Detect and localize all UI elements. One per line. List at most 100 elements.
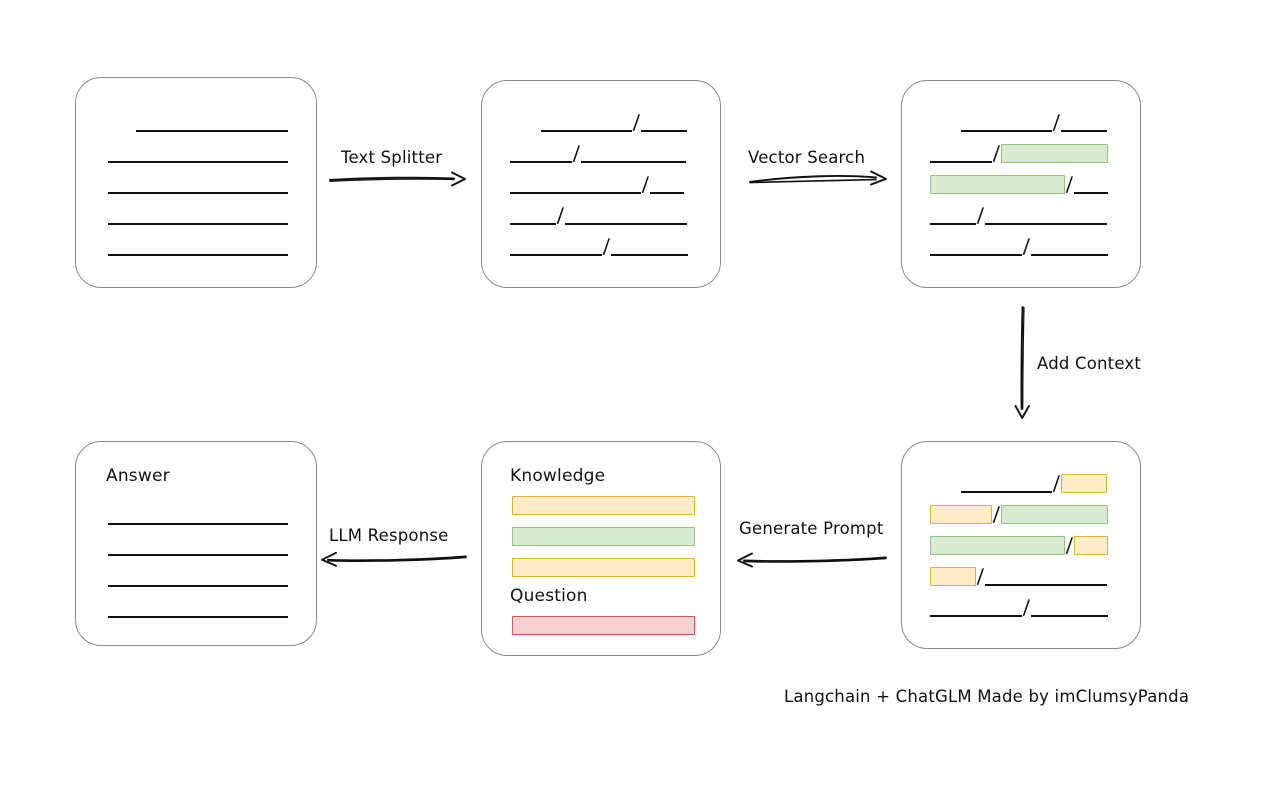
- chunk-chip-green: [1000, 144, 1108, 163]
- text-row: /: [510, 203, 687, 227]
- text-line: [930, 615, 1022, 617]
- card-split-chunks[interactable]: / / / / /: [481, 80, 721, 288]
- card-with-context[interactable]: / / / / /: [901, 441, 1141, 649]
- text-row: [108, 235, 288, 257]
- text-line: [649, 192, 684, 194]
- chunk-chip-green: [930, 536, 1065, 555]
- text-line: [108, 161, 288, 163]
- arrow-generate-prompt-label: Generate Prompt: [739, 519, 884, 538]
- question-bar-red-1: [512, 616, 695, 635]
- separator-slash: /: [1052, 110, 1061, 134]
- chunk-chip-yellow: [1073, 536, 1108, 555]
- text-line: [961, 130, 1052, 132]
- split-chunks-rows: / / / / /: [482, 81, 720, 287]
- text-line: [930, 161, 992, 163]
- source-document-rows: [76, 78, 316, 287]
- text-line: [930, 254, 1022, 256]
- text-row: /: [930, 471, 1107, 495]
- text-line: [984, 223, 1107, 225]
- text-line: [108, 585, 288, 587]
- answer-label: Answer: [106, 466, 170, 486]
- text-row: /: [510, 234, 688, 258]
- answer-rows: [76, 442, 316, 645]
- arrow-llm-response: [320, 548, 468, 570]
- chunk-chip-green: [930, 175, 1065, 194]
- text-row: [108, 142, 288, 164]
- separator-slash: /: [976, 203, 985, 227]
- arrow-text-splitter-label: Text Splitter: [341, 148, 443, 167]
- text-row: /: [930, 110, 1107, 134]
- text-row: /: [930, 234, 1108, 258]
- card-prompt[interactable]: Knowledge Question: [481, 441, 721, 656]
- card-source-document[interactable]: [75, 77, 317, 288]
- text-row: /: [930, 203, 1107, 227]
- knowledge-bar-yellow-1: [512, 496, 695, 515]
- separator-slash: /: [1065, 172, 1074, 196]
- separator-slash: /: [992, 141, 1001, 165]
- text-line: [510, 192, 641, 194]
- text-row: /: [930, 533, 1108, 557]
- text-line: [1073, 192, 1108, 194]
- separator-slash: /: [1065, 533, 1074, 557]
- separator-slash: /: [1052, 471, 1061, 495]
- knowledge-bar-yellow-2: [512, 558, 695, 577]
- text-line: [108, 554, 288, 556]
- text-row: /: [930, 141, 1108, 165]
- chunk-chip-yellow: [930, 567, 976, 586]
- text-row: [108, 535, 288, 557]
- question-label: Question: [510, 586, 588, 606]
- text-row: [108, 173, 288, 195]
- separator-slash: /: [641, 172, 650, 196]
- text-row: /: [510, 141, 686, 165]
- text-row: [108, 204, 288, 226]
- text-line: [108, 523, 288, 525]
- text-row: /: [510, 110, 687, 134]
- text-line: [108, 223, 288, 225]
- text-line: [1030, 615, 1108, 617]
- text-row: /: [930, 595, 1108, 619]
- knowledge-label: Knowledge: [510, 466, 606, 486]
- text-row: [108, 597, 288, 619]
- separator-slash: /: [572, 141, 581, 165]
- text-line: [510, 254, 602, 256]
- text-line: [136, 130, 288, 132]
- text-line: [1060, 130, 1107, 132]
- arrow-generate-prompt: [736, 549, 888, 571]
- text-line: [580, 161, 686, 163]
- text-line: [108, 254, 288, 256]
- chunk-chip-yellow: [930, 505, 992, 524]
- arrow-add-context: [1010, 305, 1036, 420]
- chunk-chip-green: [1000, 505, 1108, 524]
- separator-slash: /: [602, 234, 611, 258]
- chunk-chip-yellow: [1060, 474, 1107, 493]
- text-row: /: [930, 564, 1107, 588]
- card-answer[interactable]: Answer: [75, 441, 317, 646]
- with-context-rows: / / / / /: [902, 442, 1140, 648]
- separator-slash: /: [992, 502, 1001, 526]
- text-line: [541, 130, 632, 132]
- text-row: [108, 566, 288, 588]
- arrow-vector-search: [748, 168, 888, 192]
- arrow-add-context-label: Add Context: [1037, 354, 1142, 373]
- text-line: [961, 491, 1052, 493]
- footer-credit: Langchain + ChatGLM Made by imClumsyPand…: [784, 687, 1190, 706]
- text-line: [108, 616, 288, 618]
- text-line: [564, 223, 687, 225]
- text-line: [108, 192, 288, 194]
- text-line: [510, 161, 572, 163]
- text-line: [984, 584, 1107, 586]
- text-row: [108, 504, 288, 526]
- text-row: /: [510, 172, 684, 196]
- text-line: [1030, 254, 1108, 256]
- card-matched-chunks[interactable]: / / / / /: [901, 80, 1141, 288]
- text-line: [610, 254, 688, 256]
- text-row: /: [930, 172, 1108, 196]
- separator-slash: /: [632, 110, 641, 134]
- text-line: [510, 223, 556, 225]
- separator-slash: /: [1022, 234, 1031, 258]
- matched-chunks-rows: / / / / /: [902, 81, 1140, 287]
- separator-slash: /: [976, 564, 985, 588]
- text-row: /: [930, 502, 1108, 526]
- separator-slash: /: [556, 203, 565, 227]
